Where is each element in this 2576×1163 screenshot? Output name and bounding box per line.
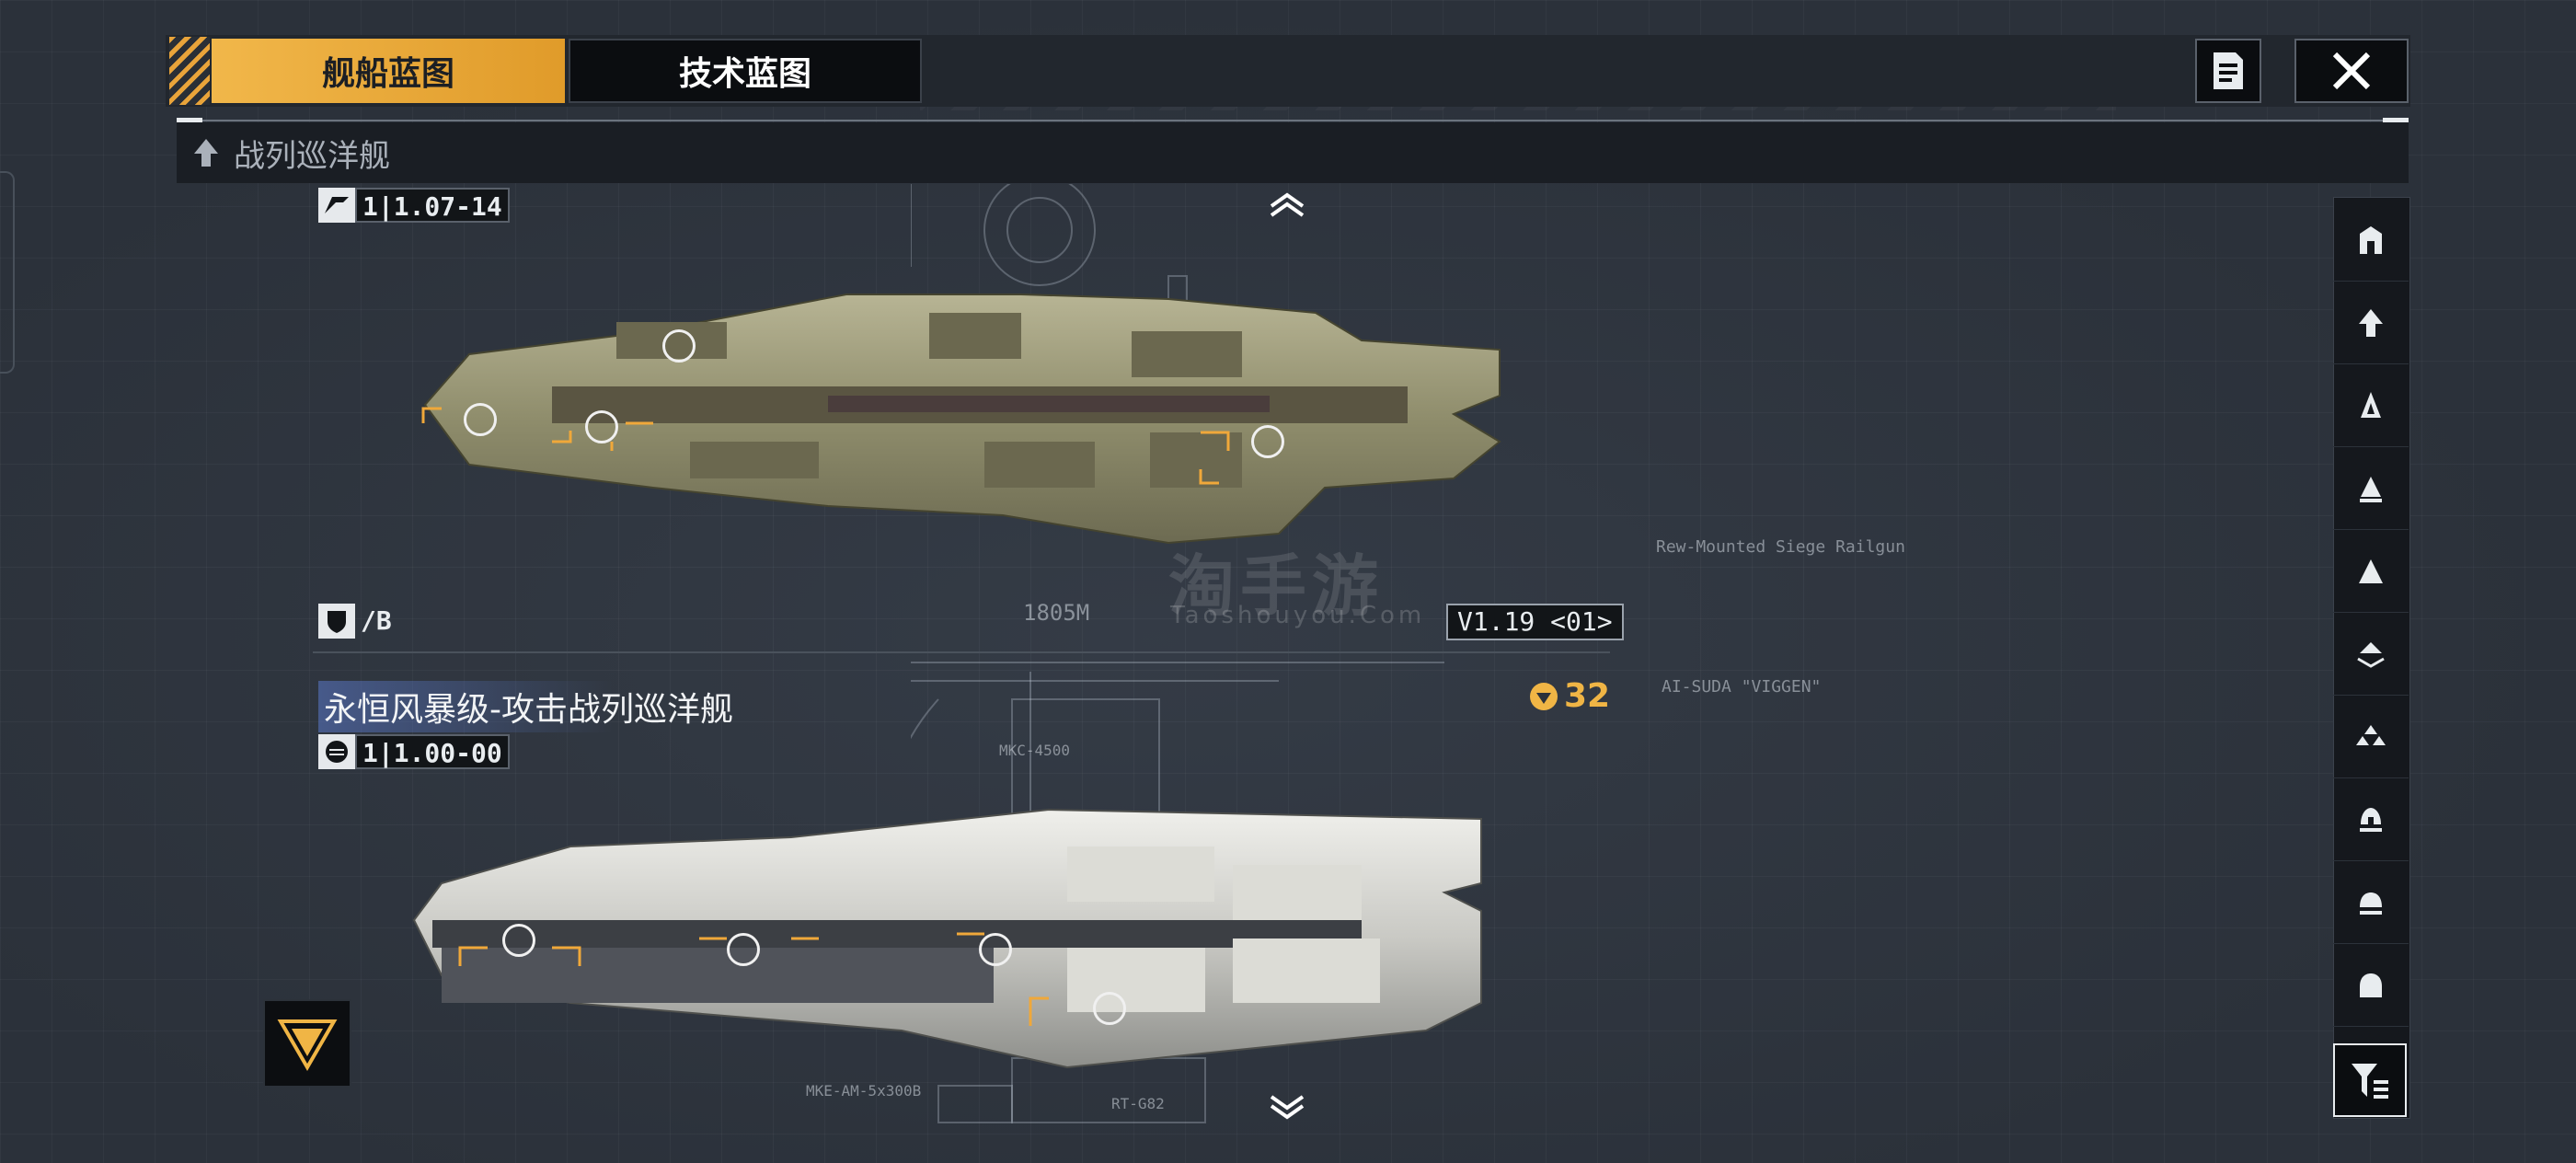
engine-icon — [318, 188, 355, 223]
destroyer-icon — [2360, 476, 2382, 502]
faction-icon — [318, 734, 355, 769]
filter-icon — [2352, 1064, 2388, 1099]
hardpoint-marker[interactable] — [585, 410, 618, 443]
divider-tick — [177, 118, 202, 123]
ship2-stat-value: 1|1.00-00 — [355, 734, 510, 769]
sidebar-item-corvette[interactable] — [2333, 696, 2409, 778]
power-icon — [1530, 682, 1558, 710]
blueprint-schematic-left — [920, 92, 929, 101]
notes-button[interactable] — [2195, 39, 2261, 103]
sidebar-item-mothership[interactable] — [2333, 861, 2409, 944]
ship2-annotation: RT-G82 — [1111, 1095, 1165, 1112]
sidebar-item-auxiliary[interactable] — [2333, 778, 2409, 861]
ship2-stat-badge: 1|1.00-00 — [318, 734, 510, 769]
filter-button[interactable] — [2333, 1043, 2407, 1117]
shield-icon — [318, 604, 355, 639]
close-icon — [2332, 52, 2371, 90]
divider-tick — [2383, 118, 2409, 123]
hardpoint-marker[interactable] — [502, 924, 535, 957]
scroll-up-icon[interactable] — [1264, 190, 1310, 217]
carrier-icon — [2357, 641, 2385, 668]
ship2-power: 32 — [1527, 677, 1610, 715]
hardpoint-marker[interactable] — [1093, 992, 1126, 1025]
accent-strip — [169, 37, 210, 105]
battlecruiser-icon — [2359, 308, 2383, 337]
hardpoint-marker[interactable] — [727, 933, 760, 966]
mothership-icon — [2360, 892, 2382, 915]
notes-icon — [2214, 52, 2243, 89]
hardpoint-marker[interactable] — [979, 933, 1012, 966]
hardpoint-marker[interactable] — [1251, 425, 1284, 458]
ship1-mount-label: Rew-Mounted Siege Railgun — [1656, 537, 1905, 557]
cruiser-icon — [2359, 558, 2383, 583]
tab-ship-blueprint[interactable]: 舰船蓝图 — [212, 39, 565, 103]
ship2-annotation: MKC-4500 — [999, 742, 1071, 759]
ship-class-sidebar — [2333, 197, 2410, 1119]
category-header: 战列巡洋舰 — [177, 122, 2409, 183]
dock-icon — [2360, 225, 2382, 254]
ship2-ai-label: AI-SUDA "VIGGEN" — [1662, 677, 1822, 697]
scroll-down-icon[interactable] — [1264, 1095, 1310, 1123]
sidebar-item-battlecruiser[interactable] — [2333, 282, 2409, 364]
sidebar-item-dock[interactable] — [2333, 199, 2409, 282]
alert-icon — [277, 1019, 338, 1071]
scale-line — [313, 651, 1610, 653]
auxiliary-icon — [2360, 807, 2382, 832]
category-divider — [177, 118, 2409, 123]
ship-class-icon — [190, 136, 223, 169]
frigate-icon — [2361, 391, 2381, 418]
corvette-icon — [2356, 724, 2386, 745]
alert-button[interactable] — [263, 999, 351, 1088]
sidebar-item-carrier[interactable] — [2333, 613, 2409, 696]
ship1-image[interactable] — [414, 258, 1509, 561]
ship2-power-value: 32 — [1564, 677, 1611, 715]
tab-tech-blueprint[interactable]: 技术蓝图 — [569, 39, 922, 103]
side-drawer-handle[interactable] — [0, 171, 15, 374]
sidebar-item-cruiser[interactable] — [2333, 530, 2409, 613]
dreadnought-icon — [2360, 973, 2382, 997]
ship1-armor-value: /B — [361, 605, 392, 636]
watermark-url: Taoshouyou.Com — [1170, 602, 1426, 629]
ship1-stat-value: 1|1.07-14 — [355, 188, 510, 223]
ship2-annotation: MKE-AM-5x300B — [806, 1082, 922, 1100]
hardpoint-marker[interactable] — [464, 403, 497, 436]
sidebar-item-dreadnought[interactable] — [2333, 944, 2409, 1027]
sidebar-item-frigate[interactable] — [2333, 364, 2409, 447]
ship2-name: 永恒风暴级-攻击战列巡洋舰 — [318, 681, 739, 732]
sidebar-item-destroyer[interactable] — [2333, 447, 2409, 530]
ship1-armor-badge: /B — [318, 604, 397, 639]
category-title: 战列巡洋舰 — [234, 137, 390, 175]
hardpoint-marker[interactable] — [662, 329, 696, 363]
ship1-stat-badge: 1|1.07-14 — [318, 188, 510, 223]
ship1-length: 1805M — [1023, 600, 1090, 626]
close-button[interactable] — [2294, 39, 2409, 103]
ship2-image[interactable] — [405, 791, 1490, 1086]
watermark-title: 淘手游 — [1168, 547, 1385, 625]
ship1-version: V1.19 <01> — [1446, 604, 1624, 640]
